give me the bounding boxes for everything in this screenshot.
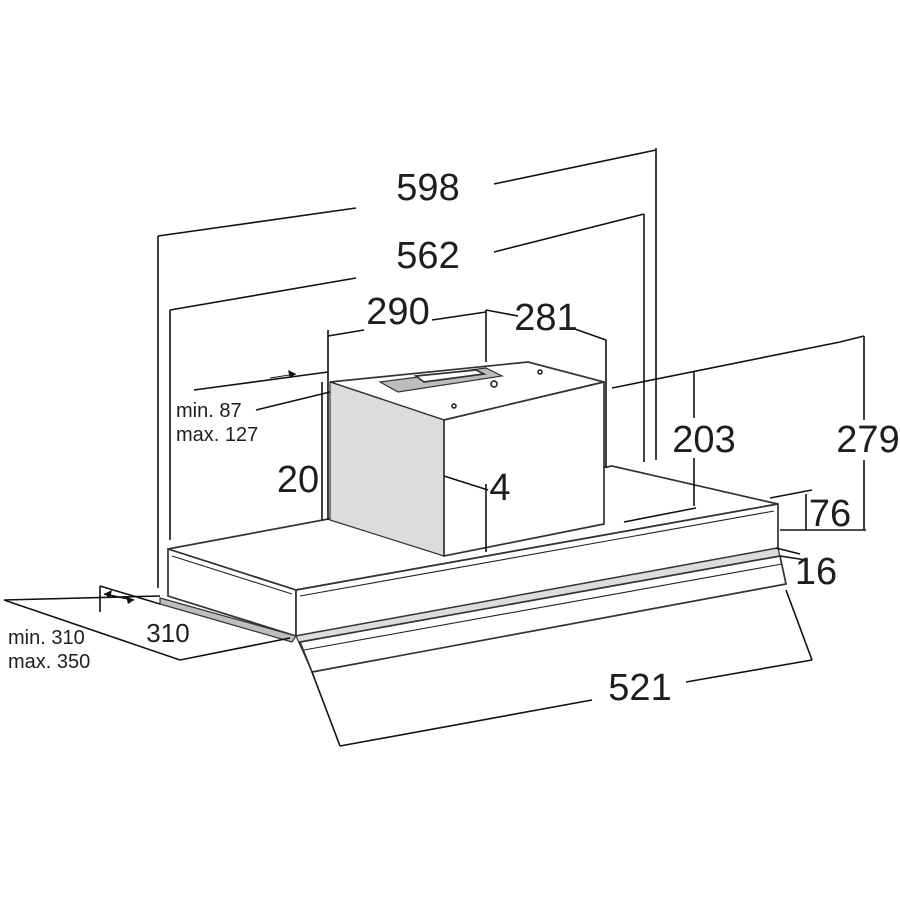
screw-dot-3	[537, 369, 543, 375]
range-wall-min: min. 87	[176, 400, 242, 422]
left-edge-line	[171, 555, 293, 595]
range-depth-max: max. 350	[8, 651, 90, 673]
underside-rail	[159, 597, 297, 643]
dim-chimney-offset: 290	[366, 291, 429, 333]
dim-body-height: 76	[809, 493, 851, 535]
dim-chimney-width: 281	[514, 297, 577, 339]
hood-body	[159, 465, 788, 673]
arrow-depth-right	[126, 596, 134, 604]
range-wall-max: max. 127	[176, 424, 258, 446]
dimension-lines	[3, 148, 866, 747]
dim-filter-depth: 16	[795, 551, 837, 593]
strip-inner-line	[303, 563, 783, 651]
dim-inner-width: 562	[396, 235, 459, 277]
arrow-depth-left	[104, 590, 112, 598]
dim-overall-width: 598	[396, 167, 459, 209]
chimney	[329, 361, 605, 558]
dim-chimney-height: 203	[672, 419, 735, 461]
range-depth-min: min. 310	[8, 627, 85, 649]
screw-dot-2	[451, 403, 457, 409]
dim-chimney-back-offset: 20	[277, 459, 319, 501]
outlet-inner	[413, 369, 487, 383]
dim-depth: 310	[146, 618, 189, 648]
front-edge-line	[299, 510, 775, 597]
dim-total-height: 279	[836, 419, 899, 461]
screw-dot-1	[490, 380, 498, 388]
arrow-wall	[288, 370, 296, 378]
dim-front-width: 521	[608, 667, 671, 709]
chimney-front	[443, 380, 605, 558]
dim-chimney-wall-gap: 4	[489, 467, 510, 509]
dimension-labels: 598 562 290 281 203 279 76 16 20 4 521 3…	[8, 167, 900, 709]
